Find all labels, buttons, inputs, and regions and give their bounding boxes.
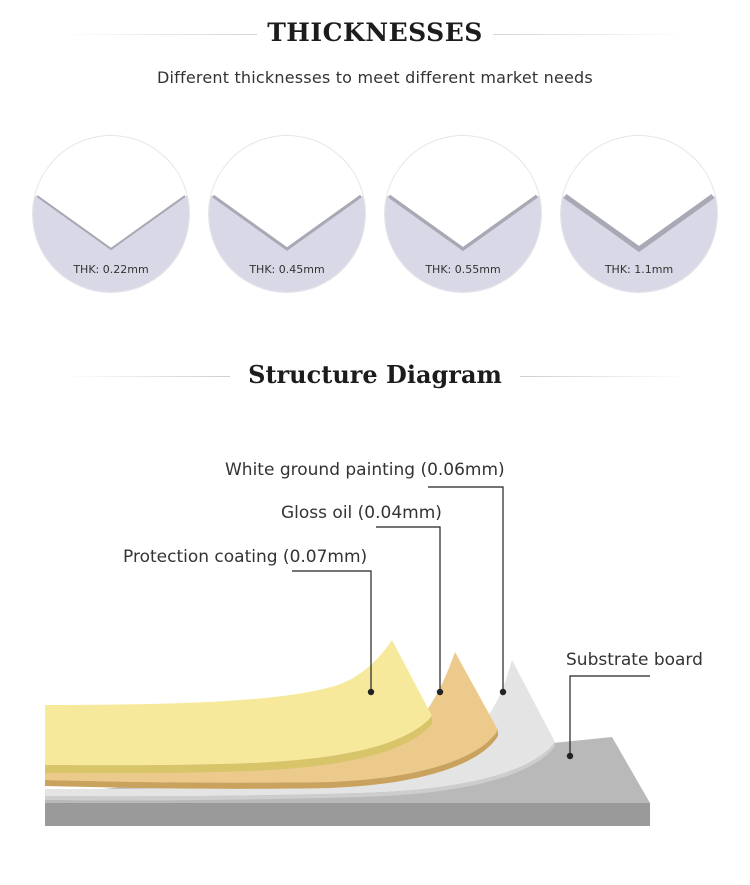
thicknesses-title: THICKNESSES bbox=[0, 18, 750, 47]
thickness-sample-3: THK: 0.55mm bbox=[385, 136, 541, 292]
thickness-sample-1: THK: 0.22mm bbox=[33, 136, 189, 292]
leader-line-protection bbox=[292, 570, 372, 692]
leader-dot-protection bbox=[367, 688, 375, 696]
sheet-fold-icon bbox=[209, 136, 365, 292]
thickness-label: THK: 0.45mm bbox=[249, 263, 325, 276]
title-rule-right bbox=[468, 34, 688, 35]
structure-title: Structure Diagram bbox=[0, 360, 750, 389]
label-gloss-oil: Gloss oil (0.04mm) bbox=[281, 503, 442, 523]
leader-dot-substrate bbox=[566, 752, 574, 760]
leader-line-substrate bbox=[569, 675, 650, 756]
thickness-label: THK: 0.22mm bbox=[73, 263, 149, 276]
thickness-label: THK: 0.55mm bbox=[425, 263, 501, 276]
leader-dot-white-ground bbox=[499, 688, 507, 696]
sheet-fold-icon bbox=[33, 136, 189, 292]
title-rule-left bbox=[62, 34, 282, 35]
thickness-sample-2: THK: 0.45mm bbox=[209, 136, 365, 292]
sheet-fold-icon bbox=[385, 136, 541, 292]
thicknesses-subtitle: Different thicknesses to meet different … bbox=[157, 68, 593, 87]
thickness-label: THK: 1.1mm bbox=[604, 263, 674, 276]
structure-rule-right bbox=[520, 376, 688, 377]
leader-line-gloss-oil bbox=[376, 526, 441, 692]
structure-rule-left bbox=[62, 376, 230, 377]
protection-coating-layer bbox=[45, 640, 432, 774]
label-white-ground: White ground painting (0.06mm) bbox=[225, 460, 505, 480]
sheet-fold-icon bbox=[561, 136, 717, 292]
label-substrate: Substrate board bbox=[566, 650, 703, 670]
thickness-sample-4: THK: 1.1mm bbox=[561, 136, 717, 292]
leader-dot-gloss-oil bbox=[436, 688, 444, 696]
label-protection: Protection coating (0.07mm) bbox=[123, 547, 368, 567]
leader-line-white-ground bbox=[428, 486, 504, 692]
